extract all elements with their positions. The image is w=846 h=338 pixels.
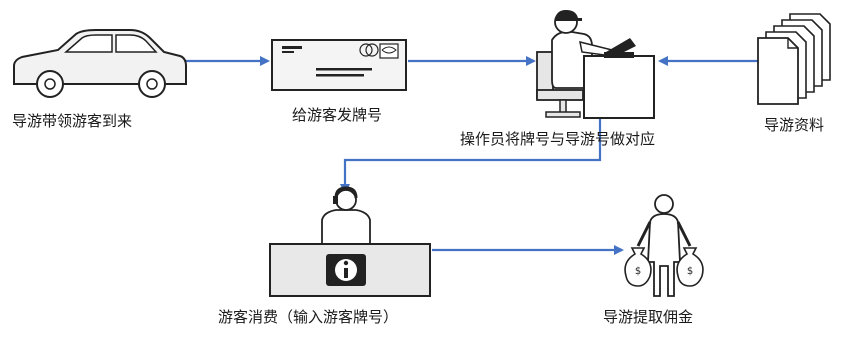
car-icon bbox=[13, 29, 187, 98]
cashier-desk-icon bbox=[269, 186, 431, 297]
label-guide-commission: 导游提取佣金 bbox=[603, 308, 694, 326]
label-operator-matching: 操作员将牌号与导游号做对应 bbox=[460, 130, 656, 148]
label-guide-brings-tourists: 导游带领游客到来 bbox=[12, 112, 133, 130]
label-guide-records: 导游资料 bbox=[764, 116, 825, 134]
person-with-money-bags-icon: $ $ bbox=[624, 194, 704, 297]
document-stack-icon bbox=[757, 13, 831, 105]
label-tourist-spending: 游客消费（输入游客牌号） bbox=[218, 308, 399, 326]
svg-text:$: $ bbox=[635, 266, 641, 277]
envelope-icon bbox=[271, 39, 407, 91]
arrow-operator-to-cashier bbox=[340, 118, 602, 194]
label-issue-card-number: 给游客发牌号 bbox=[292, 106, 383, 124]
svg-text:$: $ bbox=[687, 266, 693, 277]
operator-at-computer-icon bbox=[536, 10, 655, 119]
